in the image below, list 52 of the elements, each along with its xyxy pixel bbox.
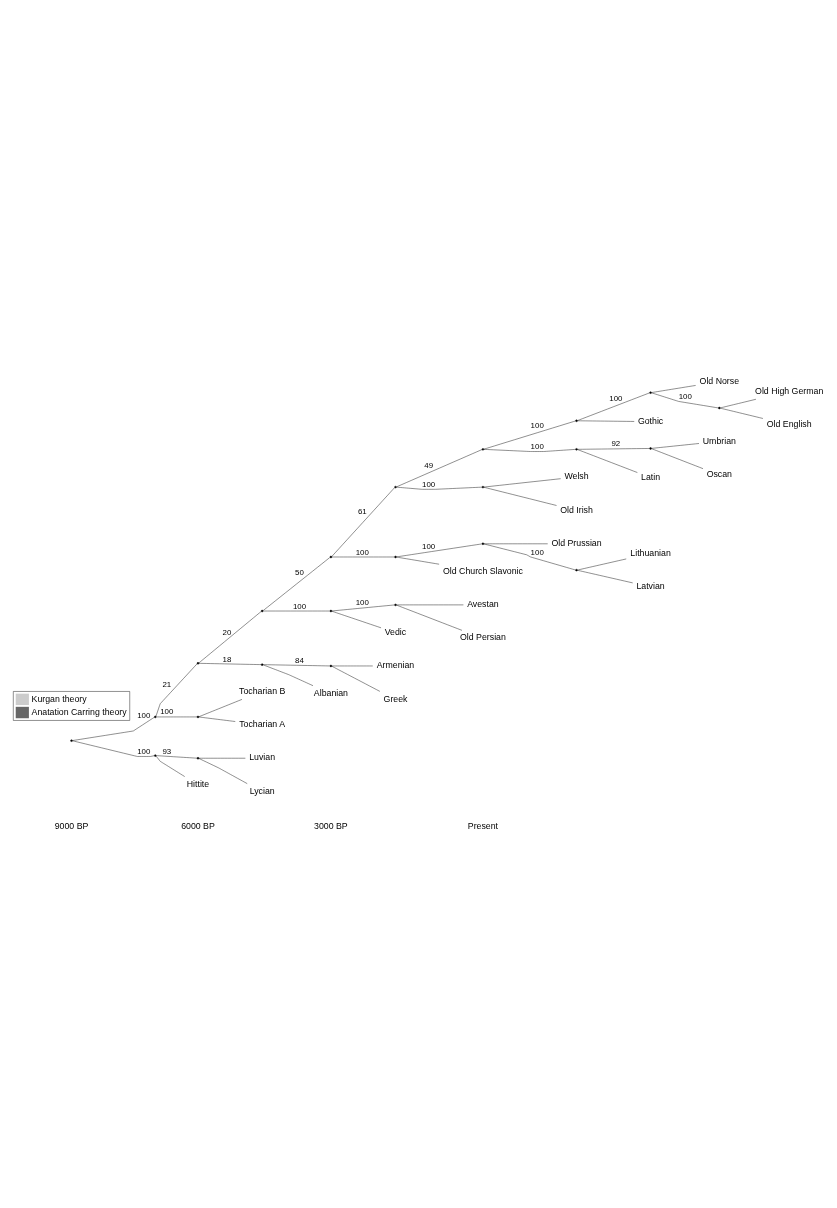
node-text: Gothic	[637, 415, 664, 426]
label: 9000 BP	[54, 820, 89, 831]
edge-label: 93	[162, 746, 172, 756]
node-text: Greek	[383, 693, 408, 704]
node-text: Lycian	[249, 785, 275, 796]
edge-label: 61	[357, 506, 367, 516]
label: Present	[467, 820, 499, 831]
edge-label: 100	[160, 707, 174, 717]
node-text: Welsh	[564, 471, 589, 482]
node-text: Oscan	[706, 469, 733, 480]
edge-label: 100	[678, 391, 692, 401]
legend-label: Kurgan theory	[31, 693, 87, 704]
label: 6000 BP	[181, 820, 215, 831]
node-text: Latvian	[636, 581, 665, 592]
node-text: Old Irish	[560, 504, 593, 515]
node-text: Latin	[641, 471, 661, 482]
edge-label: 100	[137, 747, 151, 757]
node-text: Vedic	[384, 626, 407, 637]
node-text: Old English	[766, 418, 812, 429]
legend-label: Anatation Carring theory	[31, 706, 127, 717]
label: 3000 BP	[314, 820, 348, 831]
node-text: Luvian	[249, 752, 276, 763]
edge-label: 100	[530, 442, 544, 452]
node-text: Umbrian	[702, 435, 736, 446]
node-text: Old Persian	[460, 632, 506, 643]
node-text: Hittite	[186, 778, 210, 789]
edge-label: 100	[422, 479, 436, 489]
edge-label: 20	[222, 627, 232, 637]
node-text: Old Norse	[699, 375, 740, 386]
edge-label: 100	[422, 541, 436, 551]
edge-label: 100	[292, 601, 307, 611]
node-text: Old Church Slavonic	[442, 565, 523, 576]
node-text: Tocharian A	[239, 719, 286, 730]
edge-label: 18	[222, 654, 232, 664]
edge-label: 49	[424, 461, 434, 471]
edge-label: 21	[162, 680, 172, 690]
edge-label: 100	[137, 710, 151, 720]
edge-label: 100	[530, 547, 544, 557]
edge-label: 100	[530, 421, 544, 431]
node-text: Albanian	[313, 687, 348, 698]
edge-label: 84	[295, 656, 304, 666]
node-text: Lithuanian	[630, 547, 671, 558]
node-text: Avestan	[467, 599, 499, 610]
edge-label: 100	[609, 394, 623, 404]
edge-label: 100	[355, 598, 369, 608]
node-text: Tocharian B	[239, 685, 286, 696]
edge-label: 92	[611, 439, 621, 449]
edge-label: 100	[355, 547, 369, 557]
edge-label: 50	[295, 568, 304, 578]
node-text: Old High German	[755, 385, 824, 396]
node-text: Old Prussian	[551, 538, 602, 548]
node-text: Armenian	[376, 660, 415, 671]
